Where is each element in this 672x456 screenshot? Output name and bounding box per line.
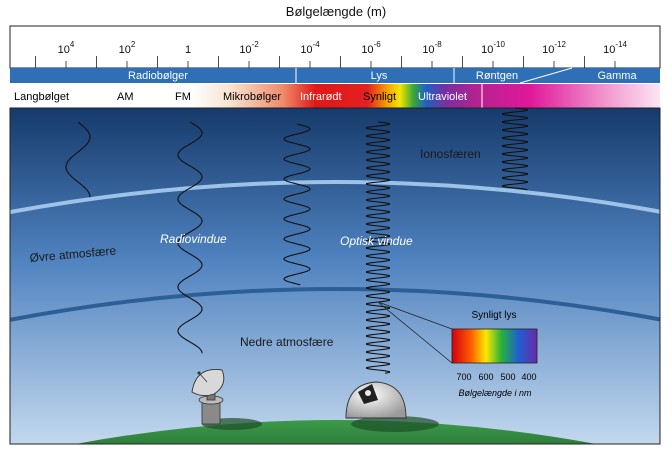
inset-caption: Bølgelængde i nm [458,388,532,398]
scale-tick-label: 10-8 [422,40,442,56]
subband-longwave: Langbølget [14,91,69,103]
subband-visible: Synligt [363,91,396,103]
scale-labels: 104 102 1 10-2 10-4 10-6 10-8 10-10 10-12 10-14 [58,40,628,56]
scale-tick-label: 10-6 [361,40,381,56]
label-lower-atmosphere: Nedre atmosfære [240,335,334,349]
scale-tick-label: 10-12 [542,40,566,56]
subband-fm: FM [175,91,191,103]
axis-title: Bølgelængde (m) [286,4,386,19]
wavelength-scale-box [9,25,661,69]
wave-group [65,107,528,374]
band-xray: Røntgen [476,70,518,82]
label-optical-window: Optisk vindue [340,234,413,248]
optical-observatory [345,381,439,432]
radio-telescope [191,369,262,430]
wave-microwave [283,123,311,286]
band-radio: Radiobølger [128,70,188,82]
scale-tick-label: 102 [119,40,136,56]
wave-longwave [65,121,91,198]
subband-bar [10,84,660,108]
scale-ticks [35,56,616,68]
inset-tick-label: 500 [500,372,515,382]
inset-tick-label: 600 [478,372,493,382]
band-light: Lys [371,70,388,82]
scale-tick-label: 10-10 [481,40,505,56]
inset-tick-label: 400 [521,372,536,382]
scale-tick-label: 10-2 [239,40,259,56]
inset-title: Synligt lys [471,310,516,321]
wave-ultraviolet [502,107,528,191]
subband-microwave: Mikrobølger [223,91,281,103]
inset-tick-label: 700 [456,372,471,382]
visible-spectrum-box [451,328,538,364]
subband-infrared: Infrarødt [300,91,342,103]
wave-am [177,121,203,354]
atmosphere-sky [10,108,660,444]
subband-ultraviolet: Ultraviolet [418,91,467,103]
label-ionosphere: Ionosfæren [420,147,481,161]
scale-tick-label: 10-14 [603,40,627,56]
subband-am: AM [117,91,134,103]
scale-tick-label: 104 [58,40,75,56]
scale-tick-label: 10-4 [300,40,320,56]
label-radio-window: Radiovindue [160,232,227,246]
inset-ticks: 700 600 500 400 [456,372,536,382]
scale-tick-label: 1 [185,44,191,56]
band-gamma: Gamma [597,70,637,82]
wave-optical [366,121,390,374]
upper-atmosphere-boundary [10,287,660,322]
ionosphere-boundary [10,180,660,215]
band-bar [10,68,660,83]
